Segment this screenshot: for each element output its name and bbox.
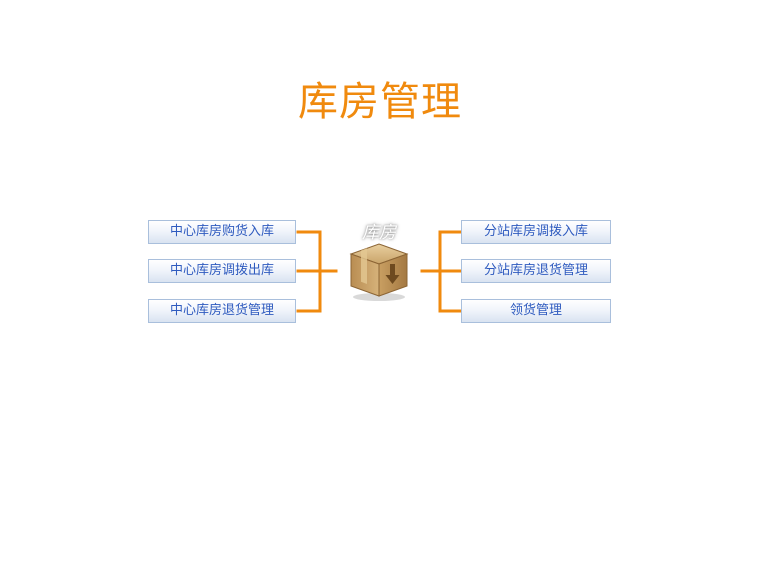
- button-branch-return-management[interactable]: 分站库房退货管理: [461, 259, 611, 283]
- hub-label: 库房: [362, 223, 396, 243]
- button-goods-receiving-management[interactable]: 领货管理: [461, 299, 611, 323]
- page-title: 库房管理: [298, 79, 462, 125]
- warehouse-hub[interactable]: 库房: [344, 216, 414, 306]
- button-central-return-management[interactable]: 中心库房退货管理: [148, 299, 296, 323]
- button-central-purchase-inbound[interactable]: 中心库房购货入库: [148, 220, 296, 244]
- button-branch-transfer-inbound[interactable]: 分站库房调拨入库: [461, 220, 611, 244]
- box-download-icon: [349, 243, 409, 301]
- button-central-transfer-outbound[interactable]: 中心库房调拨出库: [148, 259, 296, 283]
